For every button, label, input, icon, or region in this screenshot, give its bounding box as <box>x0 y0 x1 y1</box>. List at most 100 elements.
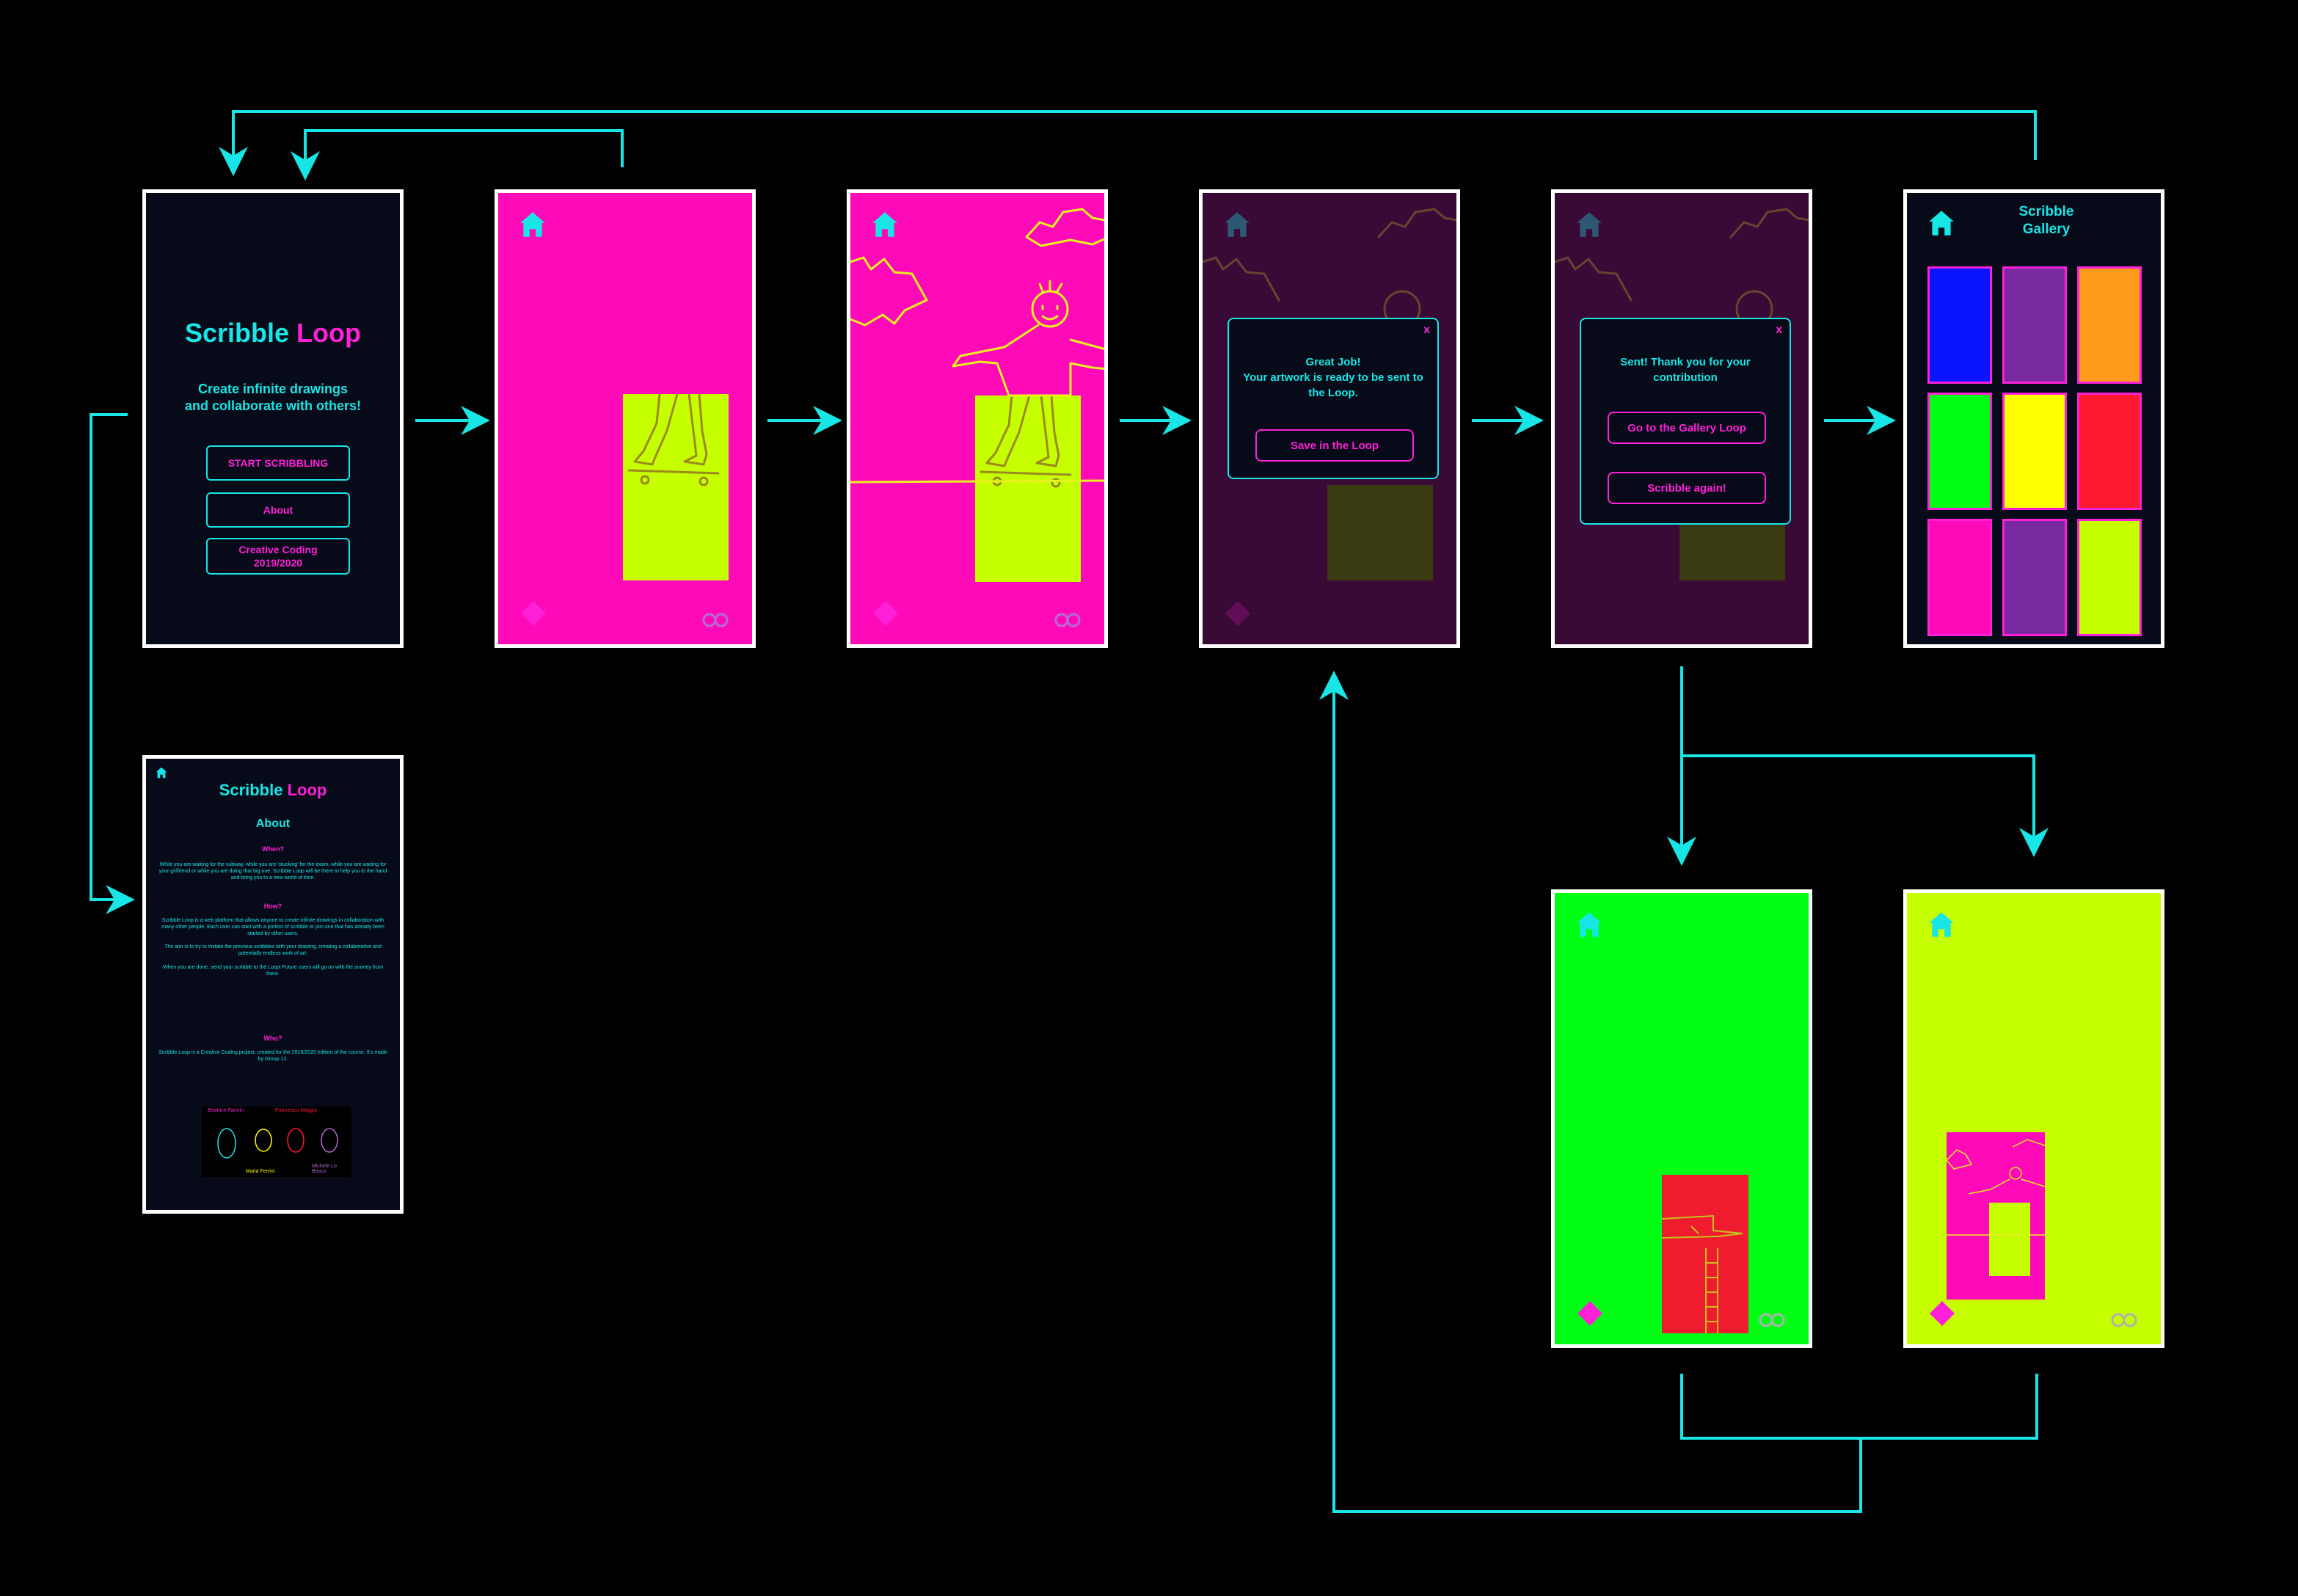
who-text: Scribble Loop is a Creative Coding proje… <box>158 1050 387 1062</box>
gallery-title: Scribble Gallery <box>1973 203 2120 238</box>
arrow-sent-to-lime <box>1682 754 2049 857</box>
home-icon[interactable] <box>1574 209 1605 240</box>
arrow-next-screens-to-save <box>1334 677 2038 1513</box>
team-member-2: Francesco Maggio <box>275 1108 318 1113</box>
gallery-tile[interactable] <box>2002 519 2067 636</box>
save-modal-title: Great Job! <box>1305 356 1361 368</box>
gallery-tile[interactable] <box>1927 266 1992 384</box>
gallery-title-line2: Gallery <box>2022 222 2071 237</box>
when-heading: When? <box>262 845 284 853</box>
user-drawing <box>850 208 1104 484</box>
home-icon[interactable] <box>869 209 900 240</box>
home-icon[interactable] <box>1926 208 1957 238</box>
gallery-tile[interactable] <box>2002 266 2067 384</box>
close-icon[interactable]: x <box>1423 324 1430 336</box>
skater-legs-drawing <box>627 393 720 487</box>
how-text-3: When you are done, send your scribble to… <box>163 965 383 977</box>
team-portraits: Beatrice Farinin Francesco Maggio Maria … <box>202 1107 351 1177</box>
arrow-gallery-back-home <box>219 110 2037 176</box>
team-member-4: Michele Lo Bosco <box>312 1164 337 1174</box>
gallery-tile[interactable] <box>2077 266 2142 384</box>
previous-scribble-fragment <box>623 393 729 580</box>
home-icon[interactable] <box>517 209 548 240</box>
arrow-home-to-about <box>90 413 135 914</box>
creative-coding-button[interactable]: Creative Coding 2019/2020 <box>206 538 350 575</box>
eraser-icon[interactable] <box>521 601 546 626</box>
how-text-2: The aim is to try to imitate the previou… <box>164 944 382 956</box>
logo-part1: Scribble <box>219 781 288 799</box>
sent-modal-message: Sent! Thank you for your contribution <box>1620 356 1751 384</box>
about-button[interactable]: About <box>206 492 350 528</box>
loop-icon[interactable] <box>701 612 730 628</box>
gallery-tile[interactable] <box>2077 519 2142 636</box>
save-in-loop-button[interactable]: Save in the Loop <box>1255 429 1414 462</box>
save-modal: x Great Job! Your artwork is ready to be… <box>1228 318 1439 479</box>
course-line2: 2019/2020 <box>253 557 303 569</box>
gallery-tile[interactable] <box>2077 393 2142 510</box>
loop-icon[interactable] <box>2109 1312 2139 1328</box>
gallery-tile[interactable] <box>2002 645 2067 648</box>
previous-scribble-fragment <box>1661 1175 1748 1333</box>
how-text: Scribble Loop is a web platform that all… <box>161 918 384 936</box>
gallery-tile[interactable] <box>1927 519 1992 636</box>
next-canvas-screen-green[interactable] <box>1551 889 1812 1348</box>
close-icon[interactable]: x <box>1776 324 1782 336</box>
gallery-grid <box>1927 266 2148 648</box>
logo-part1: Scribble <box>184 318 297 348</box>
about-title: About <box>255 817 291 830</box>
drawing-screen[interactable] <box>847 189 1108 648</box>
cloud-left <box>850 256 928 327</box>
gallery-tile[interactable] <box>2077 645 2142 648</box>
gallery-tile[interactable] <box>2002 393 2067 510</box>
save-modal-message: Your artwork is ready to be sent to the … <box>1243 371 1423 399</box>
tagline-line1: Create infinite drawings <box>197 382 349 396</box>
tree-drawing <box>1661 1214 1743 1333</box>
gallery-screen: Scribble Gallery <box>1903 189 2164 648</box>
figure-face <box>1038 280 1063 321</box>
logo-part2: Loop <box>296 318 362 348</box>
team-faces-drawing <box>217 1128 338 1159</box>
figure-head <box>1031 290 1069 328</box>
dimmed-scribble <box>1327 485 1433 580</box>
course-line1: Creative Coding <box>238 544 318 555</box>
figure-body <box>952 324 1104 397</box>
go-to-gallery-button[interactable]: Go to the Gallery Loop <box>1608 412 1766 444</box>
home-icon[interactable] <box>1926 909 1957 940</box>
cloud-right <box>1025 208 1104 247</box>
team-member-3: Maria Ferrini <box>246 1169 275 1174</box>
mini-skater-drawing <box>1945 1139 2046 1276</box>
who-heading: Who? <box>263 1035 282 1042</box>
start-scribbling-button[interactable]: START SCRIBBLING <box>206 445 350 481</box>
app-logo: Scribble Loop <box>146 318 400 349</box>
sent-dialog-screen: x Sent! Thank you for your contribution … <box>1551 189 1812 648</box>
gallery-tile[interactable] <box>1927 393 1992 510</box>
team-member-1: Beatrice Farinin <box>208 1108 244 1113</box>
eraser-icon[interactable] <box>1577 1301 1602 1326</box>
about-screen: Scribble Loop About When? While you are … <box>142 755 404 1214</box>
logo-part2: Loop <box>287 781 327 799</box>
scribble-again-button[interactable]: Scribble again! <box>1608 472 1766 504</box>
loop-icon[interactable] <box>1053 612 1082 628</box>
gallery-tile[interactable] <box>1927 645 1992 648</box>
arrow-canvas-back-home <box>291 129 624 181</box>
how-heading: How? <box>263 903 282 910</box>
home-icon[interactable] <box>1222 209 1252 240</box>
canvas-screen[interactable] <box>495 189 756 648</box>
home-icon[interactable] <box>155 766 168 779</box>
previous-scribble-fragment <box>1945 1132 2046 1300</box>
ground-line <box>850 479 1104 484</box>
sent-modal: x Sent! Thank you for your contribution … <box>1580 318 1791 525</box>
eraser-icon[interactable] <box>1930 1301 1955 1326</box>
previous-scribble-fragment <box>975 394 1081 582</box>
tagline: Create infinite drawings and collaborate… <box>146 381 400 415</box>
home-screen: Scribble Loop Create infinite drawings a… <box>142 189 404 648</box>
next-canvas-screen-lime[interactable] <box>1903 889 2164 1348</box>
save-dialog-screen: x Great Job! Your artwork is ready to be… <box>1199 189 1460 648</box>
home-icon[interactable] <box>1574 909 1605 940</box>
gallery-title-line1: Scribble <box>2018 204 2074 219</box>
tagline-line2: and collaborate with others! <box>184 398 362 413</box>
when-text: While you are waiting for the subway, wh… <box>158 862 387 881</box>
about-logo: Scribble Loop <box>146 781 400 800</box>
loop-icon[interactable] <box>1757 1312 1787 1328</box>
